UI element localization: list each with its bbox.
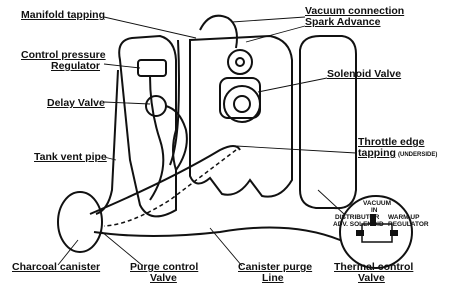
delay-valve-body [145, 95, 167, 117]
canister-purge-line-label: Line [262, 272, 284, 284]
regulator-body [137, 59, 167, 77]
engine-block-center [189, 34, 293, 198]
engine-block-left [118, 34, 177, 218]
leader-thermal [317, 189, 345, 215]
leader-solenoid [257, 77, 328, 93]
dashed-purge-line [103, 149, 237, 227]
charcoal-canister-label: Charcoal canister [12, 261, 101, 273]
underside-label: (UNDERSIDE) [398, 152, 438, 158]
leader-purge-control [101, 231, 144, 267]
leader-vacuum [231, 16, 306, 23]
spark-advance-label: Spark Advance [305, 16, 381, 28]
leader-spark [245, 25, 306, 43]
inset-warm-up-label: WARM UP [388, 214, 420, 221]
purge-control-label: Purge control [130, 261, 199, 273]
leader-throttle [235, 145, 357, 154]
leader-canister-purge [209, 227, 243, 267]
engine-block-right [299, 35, 357, 210]
throttle-body [223, 85, 261, 123]
control-pressure-label: Control pressure [21, 49, 106, 61]
tank-vent-pipe-label: Tank vent pipe [34, 151, 107, 163]
inset-adv-solenoid-label: ADV. SOLENOID [333, 221, 384, 228]
thermal-control-label: Thermal control [334, 261, 414, 273]
delay-valve-label: Delay Valve [47, 97, 105, 109]
charcoal-canister-body [57, 191, 103, 253]
leader-regulator [103, 63, 141, 69]
throttle-edge-label: Throttle edge [358, 136, 425, 148]
inset-regulator-label: REGULATOR [388, 221, 429, 228]
regulator-label: Regulator [51, 60, 101, 72]
hose-vacuum [199, 14, 238, 49]
inset-vacuum-label: VACUUM [363, 200, 392, 207]
vacuum-connection-label: Vacuum connection [305, 5, 405, 17]
canister-purge-label: Canister purge [238, 261, 313, 273]
thermal-control-valve-label: Valve [358, 272, 385, 284]
distributor-cap [227, 49, 253, 75]
solenoid-valve-label: Solenoid Valve [327, 68, 402, 80]
leader-tank [103, 156, 117, 161]
purge-control-valve-label: Valve [150, 272, 177, 284]
leader-manifold [103, 16, 197, 39]
hose-manifold [169, 39, 180, 166]
tapping-label: tapping [358, 147, 396, 159]
inset-distributor-label: DISTRIBUTOR [335, 214, 380, 221]
leader-delay [103, 101, 151, 105]
inset-in-label: IN [371, 207, 378, 214]
hose-regulator [149, 75, 165, 201]
leader-charcoal [57, 239, 79, 266]
manifold-tapping-label: Manifold tapping [21, 9, 105, 21]
hose-tank-vent [95, 69, 119, 215]
hose-canister-purge [89, 145, 241, 215]
hose-delay [165, 105, 188, 171]
